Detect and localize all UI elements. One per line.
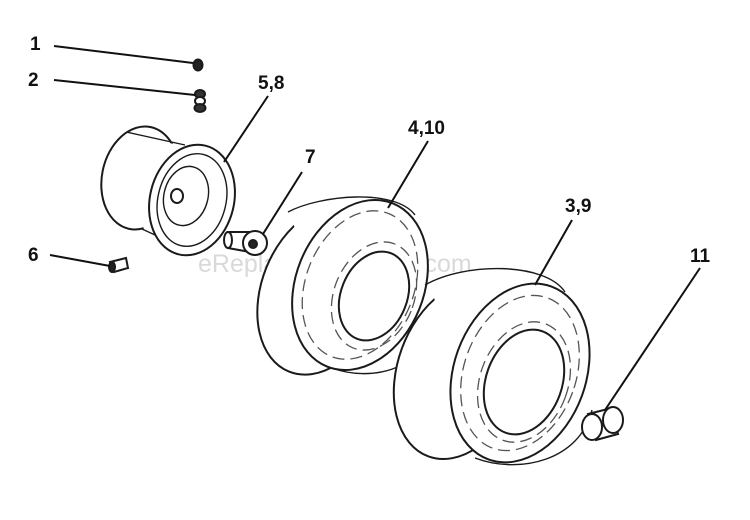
callout-11: 11 <box>690 246 711 267</box>
callout-5-8: 5,8 <box>258 73 284 94</box>
callout-1: 1 <box>30 34 41 55</box>
leader-6 <box>49 254 111 267</box>
callout-4-10: 4,10 <box>408 118 445 139</box>
callout-7: 7 <box>305 147 316 168</box>
leader-1 <box>53 45 194 64</box>
part-1-bolt <box>192 58 204 72</box>
leader-7 <box>262 171 303 235</box>
leader-2 <box>53 79 196 96</box>
part-6-valve-stem <box>108 256 130 274</box>
callout-6: 6 <box>28 245 39 266</box>
callout-2: 2 <box>28 70 39 91</box>
part-3-9-tire <box>392 267 593 466</box>
part-5-8-rim <box>100 125 236 257</box>
leader-3-9 <box>534 219 573 286</box>
part-2-nut <box>193 89 207 113</box>
callout-3-9: 3,9 <box>565 196 591 217</box>
part-7-bushing <box>223 230 268 256</box>
part-11-cap <box>581 406 624 442</box>
part-4-10-tire <box>256 196 433 376</box>
leader-11 <box>604 267 701 411</box>
leader-5-8 <box>223 95 269 163</box>
leader-4-10 <box>387 140 429 209</box>
